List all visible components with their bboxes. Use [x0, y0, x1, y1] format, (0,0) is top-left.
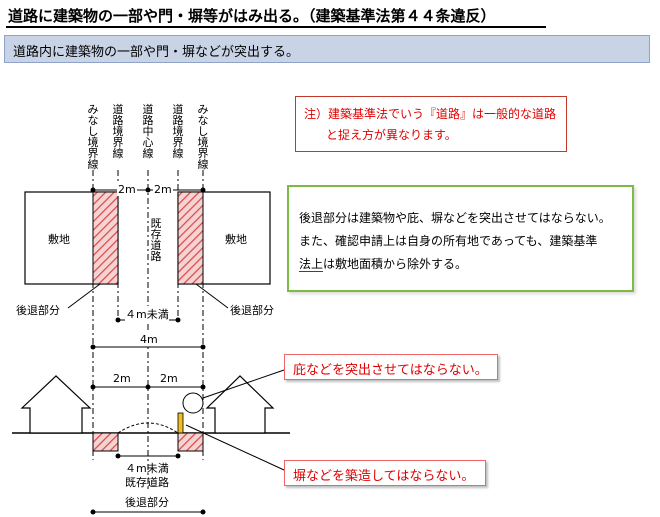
house-right	[205, 375, 275, 434]
note-line-1: 注）建築基準法でいう『道路』は一般的な道路	[304, 107, 557, 121]
section-label-existing-road: 既存道路	[125, 476, 169, 489]
label-2m-left: 2m	[117, 183, 137, 196]
page-title: 道路に建築物の一部や門・塀等がはみ出る。（建築基準法第４４条違反）	[8, 7, 496, 25]
callout-eave-text: 庇などを突出させてはならない。	[293, 363, 488, 378]
house-left	[20, 375, 92, 434]
title-underline	[6, 26, 546, 28]
label-under4m: ４m未満	[125, 306, 169, 322]
section-label-under4m: ４m未満	[125, 462, 169, 475]
label-existing-road: 既存道路	[150, 217, 162, 263]
label-road-centerline: 道路中心線	[142, 103, 154, 160]
explain-line-2: また、確認申請上は自身の所有地であっても、建築基準	[299, 234, 598, 248]
explain-line-3-rest: は敷地面積から除外する。	[323, 257, 468, 271]
explain-line-1: 後退部分は建築物や庇、塀などを突出させてはならない。	[299, 211, 611, 225]
banner: 道路内に建築物の一部や門・塀などが突出する。	[4, 35, 650, 63]
callout-eave: 庇などを突出させてはならない。	[284, 354, 498, 380]
note-line-2: と捉え方が異なります。	[326, 128, 457, 142]
label-setback-right: 後退部分	[230, 304, 274, 317]
setback-hatch-right	[177, 191, 204, 285]
explain-underlined: 法上	[299, 257, 324, 272]
wall-post	[177, 412, 184, 434]
section-label-2m-right: 2m	[160, 372, 178, 385]
label-road-boundary-left: 道路境界線	[112, 103, 124, 160]
section-setback-right	[177, 432, 204, 452]
explain-line-3: 法上は敷地面積から除外する。	[299, 255, 467, 272]
callout-wall: 塀などを築造してはならない。	[284, 460, 486, 486]
label-site-left: 敷地	[48, 233, 70, 246]
eave-circle	[182, 392, 204, 414]
note-box: 注）建築基準法でいう『道路』は一般的な道路 と捉え方が異なります。	[295, 96, 567, 152]
label-2m-right: 2m	[153, 183, 173, 196]
explanation-box: 後退部分は建築物や庇、塀などを突出させてはならない。 また、確認申請上は自身の所…	[287, 185, 634, 292]
banner-text: 道路内に建築物の一部や門・塀などが突出する。	[13, 45, 300, 60]
label-site-right: 敷地	[225, 233, 247, 246]
setback-hatch-left	[92, 191, 119, 285]
callout-wall-text: 塀などを築造してはならない。	[293, 469, 475, 484]
section-setback-left	[92, 432, 119, 452]
label-4m: 4m	[140, 333, 158, 346]
label-deemed-boundary-left: みなし境界線	[87, 103, 99, 171]
label-setback-left: 後退部分	[16, 304, 60, 317]
road-arc	[117, 422, 179, 434]
label-deemed-boundary-right: みなし境界線	[197, 103, 209, 171]
section-label-setback: 後退部分	[125, 496, 169, 509]
label-road-boundary-right: 道路境界線	[172, 103, 184, 160]
section-label-2m-left: 2m	[113, 372, 131, 385]
